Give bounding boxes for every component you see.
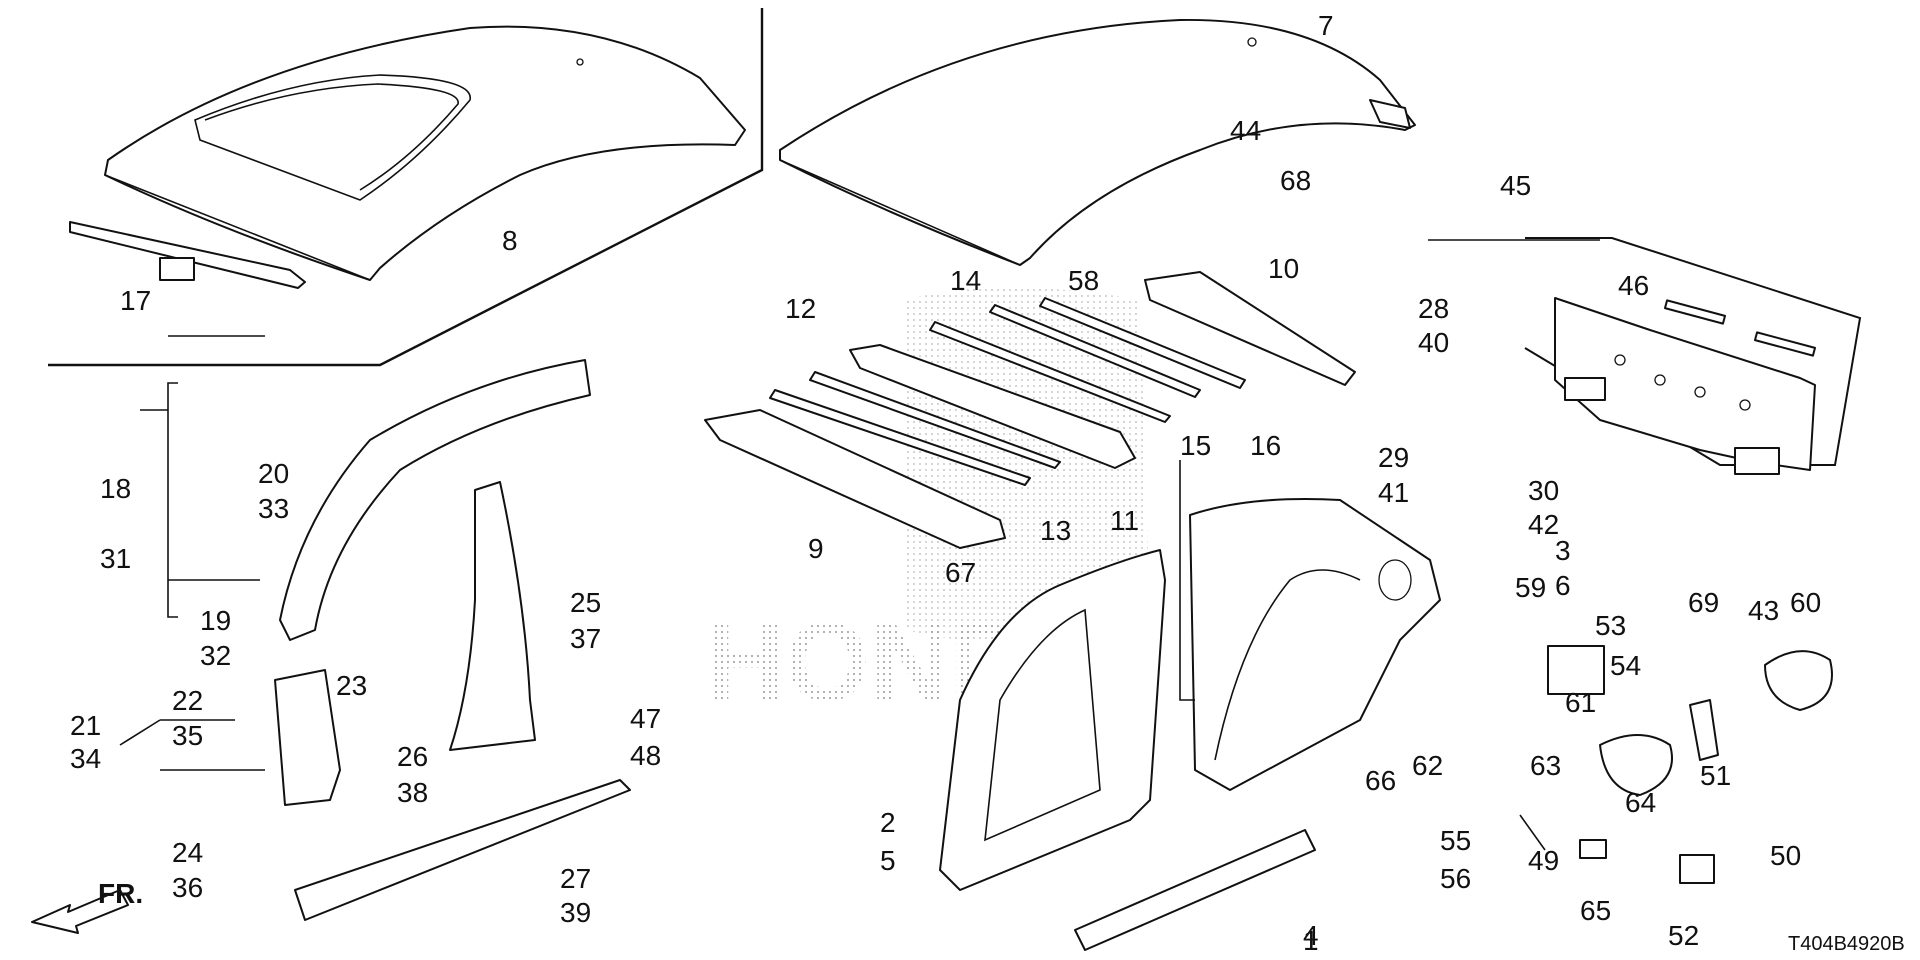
callout-35: 35	[172, 720, 203, 751]
callout-37: 37	[570, 623, 601, 654]
callout-11: 11	[1110, 505, 1139, 536]
callout-42: 42	[1528, 509, 1559, 540]
callout-22: 22	[172, 685, 203, 716]
direction-label: FR.	[98, 878, 143, 909]
callout-69: 69	[1688, 587, 1719, 618]
callout-32: 32	[200, 640, 231, 671]
callout-67: 67	[945, 557, 976, 588]
callout-8: 8	[502, 225, 518, 256]
callout-41: 41	[1378, 477, 1409, 508]
callout-21: 21	[70, 710, 101, 741]
callout-63: 63	[1530, 750, 1561, 781]
callout-53: 53	[1595, 610, 1626, 641]
callout-7: 7	[1318, 10, 1334, 41]
callout-20: 20	[258, 458, 289, 489]
callout-28: 28	[1418, 293, 1449, 324]
callout-33: 33	[258, 493, 289, 524]
callout-14: 14	[950, 265, 981, 296]
callout-50: 50	[1770, 840, 1801, 871]
callout-15: 15	[1180, 430, 1211, 461]
callout-59: 59	[1515, 572, 1546, 603]
callout-18: 18	[100, 473, 131, 504]
callout-19: 19	[200, 605, 231, 636]
callout-49: 49	[1528, 845, 1559, 876]
side-frame-outer	[939, 549, 1166, 891]
callout-65: 65	[1580, 895, 1611, 926]
callout-12: 12	[785, 293, 816, 324]
callout-30: 30	[1528, 475, 1559, 506]
callout-40: 40	[1418, 327, 1449, 358]
callout-52: 52	[1668, 920, 1699, 951]
callouts: 1 2 3 4 5 6 7 8 9 10 11 12 13 14 15 16 1…	[70, 10, 1821, 956]
callout-3: 3	[1555, 535, 1571, 566]
callout-5: 5	[880, 845, 896, 876]
side-sill-right	[1074, 829, 1316, 951]
callout-26: 26	[397, 741, 428, 772]
callout-31: 31	[100, 543, 131, 574]
callout-68: 68	[1280, 165, 1311, 196]
callout-25: 25	[570, 587, 601, 618]
callout-24: 24	[172, 837, 203, 868]
callout-36: 36	[172, 872, 203, 903]
callout-44: 44	[1230, 115, 1261, 146]
inset-frame	[48, 8, 764, 367]
callout-13: 13	[1040, 515, 1071, 546]
callout-17: 17	[120, 285, 151, 316]
callout-48: 48	[630, 740, 661, 771]
callout-38: 38	[397, 777, 428, 808]
roof-panel-sunroof	[104, 25, 746, 281]
callout-58: 58	[1068, 265, 1099, 296]
callout-56: 56	[1440, 863, 1471, 894]
b-pillar	[449, 481, 536, 751]
front-roof-rail-inset	[69, 221, 306, 289]
callout-23: 23	[336, 670, 367, 701]
callout-16: 16	[1250, 430, 1281, 461]
callout-55: 55	[1440, 825, 1471, 856]
roof-panel	[779, 18, 1416, 266]
callout-45: 45	[1500, 170, 1531, 201]
callout-1: 1	[1303, 925, 1319, 956]
leader-lines	[119, 239, 1600, 771]
side-sill-left	[294, 779, 631, 921]
callout-29: 29	[1378, 442, 1409, 473]
roof-cross-members	[704, 271, 1356, 549]
callout-47: 47	[630, 703, 661, 734]
rear-quarter-panel	[1189, 498, 1441, 791]
callout-62: 62	[1412, 750, 1443, 781]
callout-34: 34	[70, 743, 101, 774]
callout-61: 61	[1565, 687, 1596, 718]
rear-panel	[1554, 297, 1817, 475]
callout-2: 2	[880, 807, 896, 838]
callout-39: 39	[560, 897, 591, 928]
callout-10: 10	[1268, 253, 1299, 284]
callout-54: 54	[1610, 650, 1641, 681]
a-pillar-arch	[279, 359, 591, 641]
fuel-lid-group	[1519, 645, 1833, 884]
drawing-code: T404B4920B	[1788, 933, 1905, 955]
lower-pillar-bracket	[274, 669, 341, 806]
callout-51: 51	[1700, 760, 1731, 791]
callout-4: 4	[1303, 920, 1319, 951]
front-direction-arrow: FR.	[31, 878, 143, 934]
callout-60: 60	[1790, 587, 1821, 618]
callout-64: 64	[1625, 787, 1656, 818]
callout-6: 6	[1555, 570, 1571, 601]
callout-43: 43	[1748, 595, 1779, 626]
callout-27: 27	[560, 863, 591, 894]
callout-66: 66	[1365, 765, 1396, 796]
callout-46: 46	[1618, 270, 1649, 301]
callout-9: 9	[808, 533, 824, 564]
